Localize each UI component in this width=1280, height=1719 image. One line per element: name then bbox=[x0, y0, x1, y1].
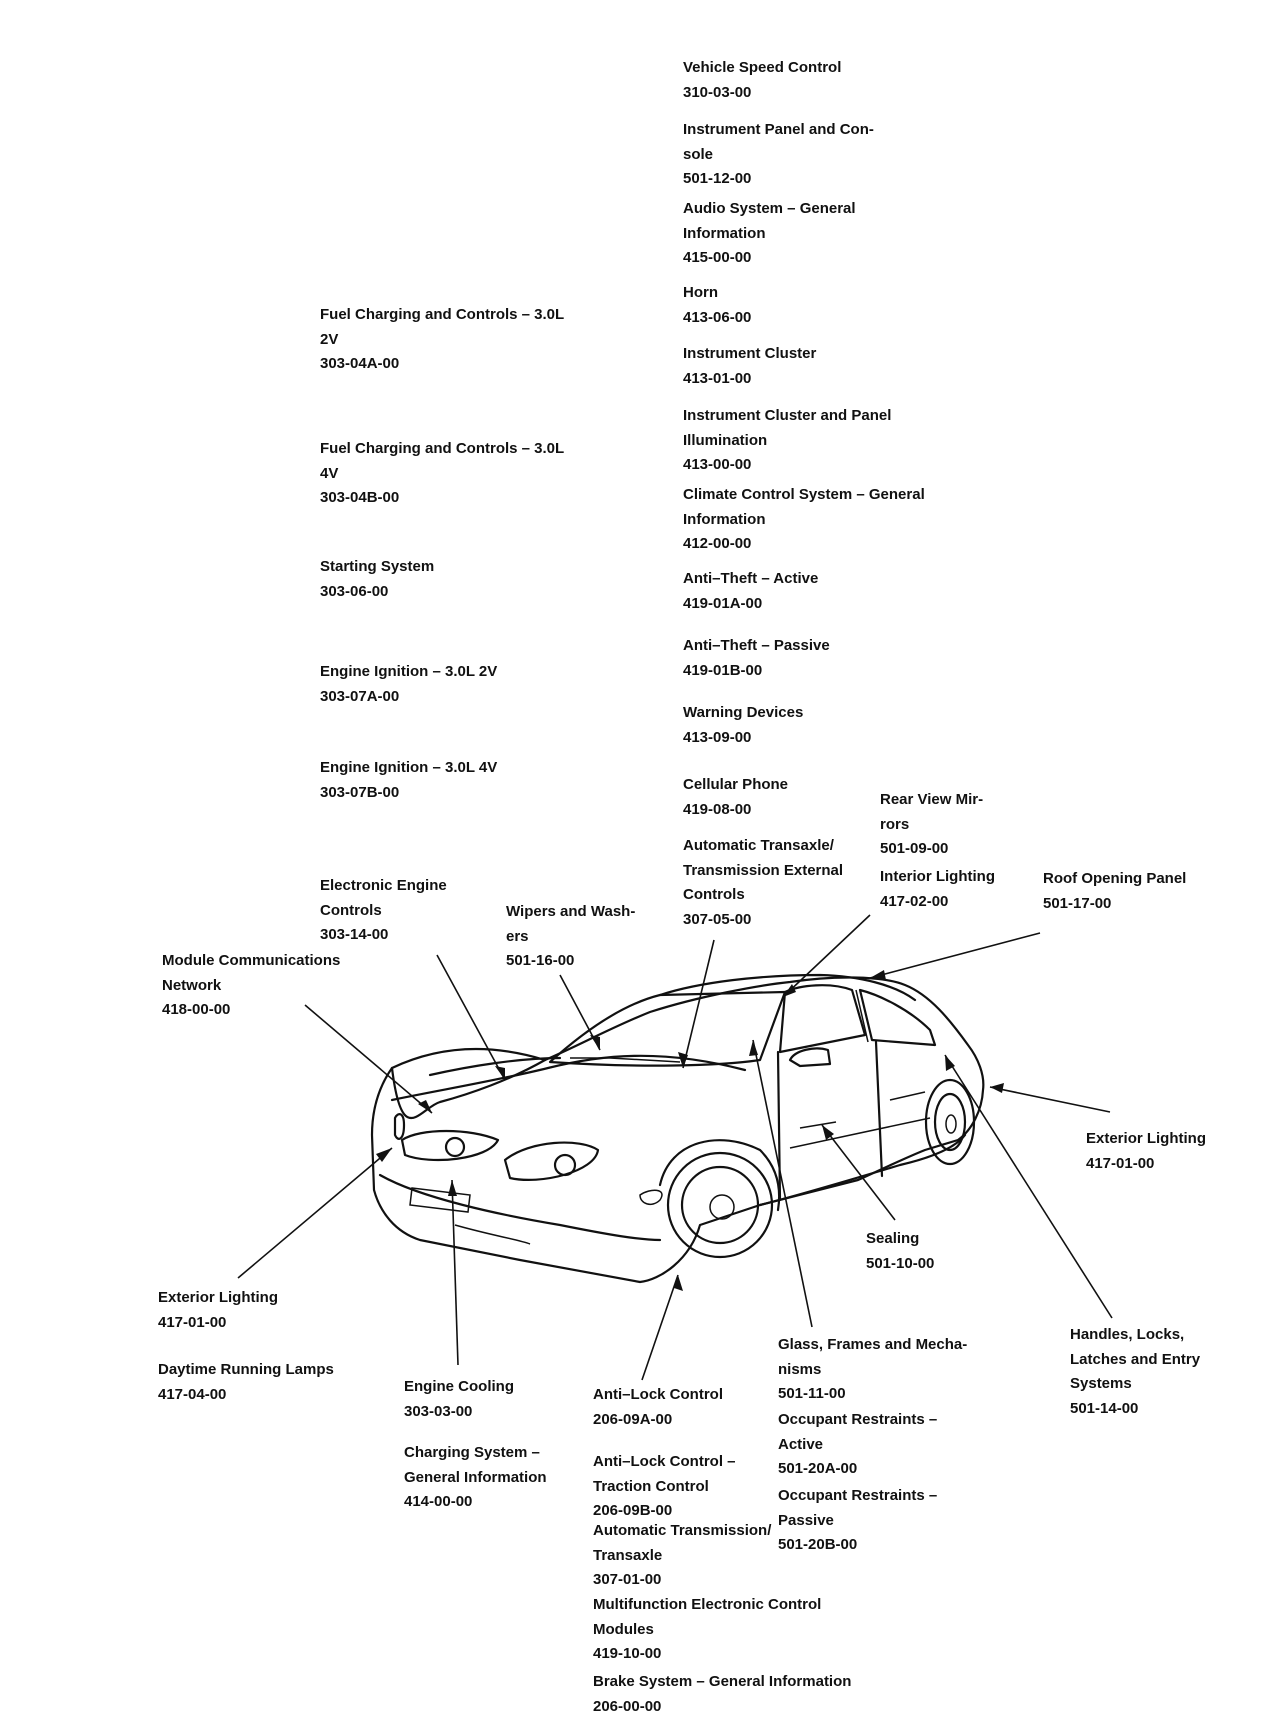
label-audio-system: Audio System – General Information 415-0… bbox=[683, 200, 856, 266]
label-starting-system: Starting System 303-06-00 bbox=[320, 558, 435, 600]
label-module-communications: Module Communications Network 418-00-00 bbox=[162, 952, 341, 1018]
sedan-illustration bbox=[370, 973, 985, 1284]
leader-sealing bbox=[821, 1124, 896, 1221]
label-engine-ignition-4v: Engine Ignition – 3.0L 4V 303-07B-00 bbox=[320, 759, 498, 801]
label-brake-system: Brake System – General Information 206-0… bbox=[593, 1673, 852, 1715]
label-electronic-engine-controls: Electronic Engine Controls 303-14-00 bbox=[320, 877, 447, 943]
leader-automatic-transaxle bbox=[682, 939, 715, 1069]
leader-glass-frames bbox=[752, 1039, 813, 1328]
label-engine-cooling: Engine Cooling 303-03-00 bbox=[404, 1378, 514, 1420]
label-cellular-phone: Cellular Phone 419-08-00 bbox=[683, 776, 789, 818]
leader-module-comms bbox=[304, 1004, 433, 1114]
label-anti-lock-traction: Anti–Lock Control – Traction Control 206… bbox=[593, 1453, 736, 1519]
leader-engine-cooling bbox=[451, 1179, 459, 1366]
leader-exterior-lighting-left bbox=[237, 1147, 393, 1279]
label-multifunction-modules: Multifunction Electronic Control Modules… bbox=[593, 1596, 822, 1662]
label-sealing: Sealing 501-10-00 bbox=[866, 1230, 935, 1272]
label-exterior-lighting-right: Exterior Lighting 417-01-00 bbox=[1086, 1130, 1206, 1172]
label-climate-control: Climate Control System – General Informa… bbox=[683, 486, 925, 552]
label-handles-locks: Handles, Locks, Latches and Entry System… bbox=[1070, 1326, 1201, 1417]
label-automatic-transaxle-controls: Automatic Transaxle/ Transmission Extern… bbox=[683, 837, 844, 928]
label-fuel-charging-2v: Fuel Charging and Controls – 3.0L 2V 303… bbox=[320, 306, 565, 372]
leader-exterior-lighting-right bbox=[989, 1086, 1111, 1113]
label-roof-opening-panel: Roof Opening Panel 501-17-00 bbox=[1043, 870, 1187, 912]
label-charging-system: Charging System – General Information 41… bbox=[404, 1444, 547, 1510]
label-horn: Horn 413-06-00 bbox=[683, 284, 752, 326]
label-instrument-panel-console: Instrument Panel and Con- sole 501-12-00 bbox=[683, 121, 874, 187]
label-warning-devices: Warning Devices 413-09-00 bbox=[683, 704, 804, 746]
label-interior-lighting: Interior Lighting 417-02-00 bbox=[880, 868, 995, 910]
leader-electronic-engine bbox=[436, 954, 506, 1081]
label-occupant-restraints-active: Occupant Restraints – Active 501-20A-00 bbox=[778, 1411, 938, 1477]
label-exterior-lighting-left: Exterior Lighting 417-01-00 bbox=[158, 1289, 278, 1331]
label-fuel-charging-4v: Fuel Charging and Controls – 3.0L 4V 303… bbox=[320, 440, 565, 506]
leader-anti-lock bbox=[641, 1274, 679, 1381]
leader-arrowheads bbox=[376, 970, 1004, 1291]
label-vehicle-speed-control: Vehicle Speed Control 310-03-00 bbox=[683, 59, 842, 101]
label-rear-view-mirrors: Rear View Mir- rors 501-09-00 bbox=[880, 791, 984, 857]
leader-rear-view-mirrors bbox=[782, 914, 871, 998]
label-instrument-cluster-illumination: Instrument Cluster and Panel Illuminatio… bbox=[683, 407, 892, 473]
label-engine-ignition-2v: Engine Ignition – 3.0L 2V 303-07A-00 bbox=[320, 663, 498, 705]
leader-lines bbox=[237, 914, 1113, 1381]
label-anti-theft-passive: Anti–Theft – Passive 419-01B-00 bbox=[683, 637, 830, 679]
label-automatic-transmission: Automatic Transmission/ Transaxle 307-01… bbox=[593, 1522, 772, 1588]
label-instrument-cluster: Instrument Cluster 413-01-00 bbox=[683, 345, 817, 387]
label-anti-theft-active: Anti–Theft – Active 419-01A-00 bbox=[683, 570, 819, 612]
label-wipers-washers: Wipers and Wash- ers 501-16-00 bbox=[506, 903, 636, 969]
leader-roof-opening bbox=[869, 932, 1041, 979]
leader-handles bbox=[944, 1054, 1113, 1319]
label-occupant-restraints-passive: Occupant Restraints – Passive 501-20B-00 bbox=[778, 1487, 938, 1553]
label-daytime-running-lamps: Daytime Running Lamps 417-04-00 bbox=[158, 1361, 334, 1403]
label-glass-frames: Glass, Frames and Mecha- nisms 501-11-00 bbox=[778, 1336, 968, 1402]
label-anti-lock-control: Anti–Lock Control 206-09A-00 bbox=[593, 1386, 723, 1428]
